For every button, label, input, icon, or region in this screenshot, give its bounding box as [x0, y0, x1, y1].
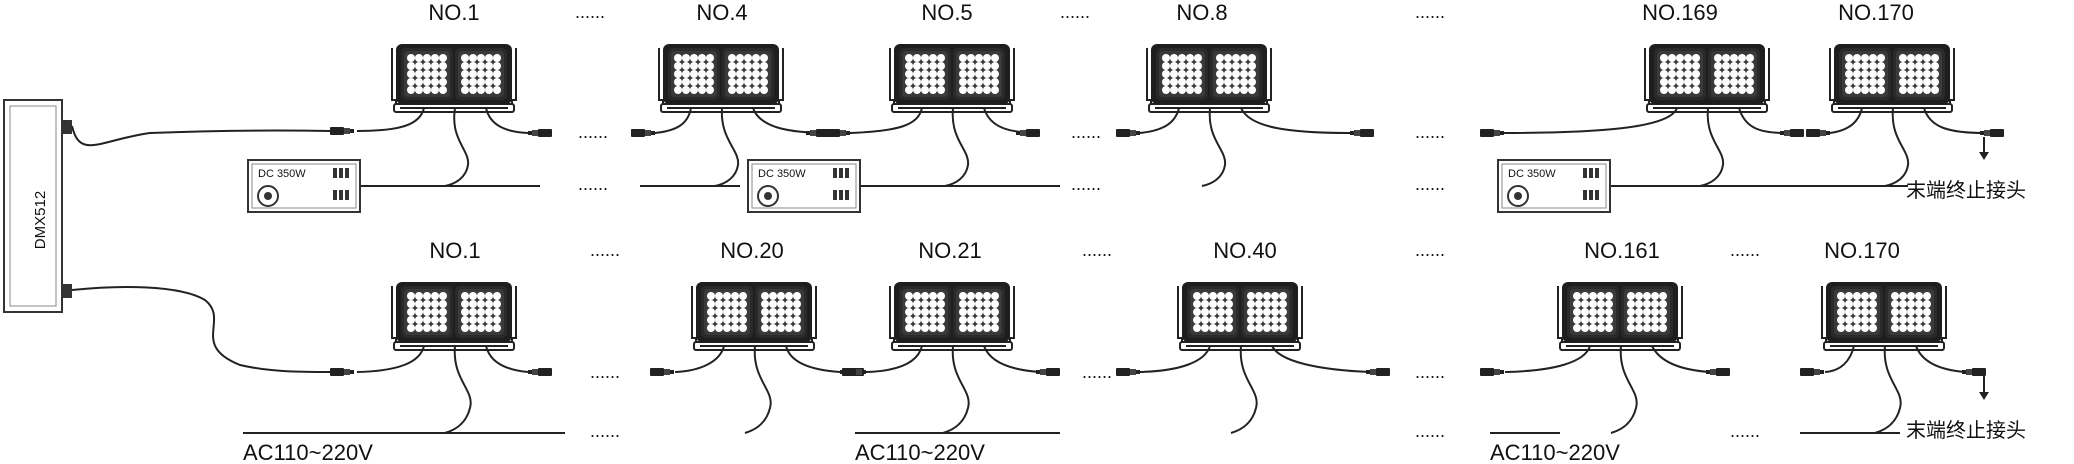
male-connector — [826, 129, 850, 137]
row2-connectors — [330, 368, 1986, 376]
ellipsis: ...... — [1071, 174, 1101, 194]
ac-voltage-label: AC110~220V — [1490, 440, 1620, 464]
dc-power-supply: DC 350W — [747, 159, 861, 213]
male-connector — [1800, 368, 1824, 376]
ellipsis: ...... — [1415, 122, 1445, 142]
led-floodlight — [692, 282, 816, 350]
ac-voltage-label: AC110~220V — [243, 440, 373, 464]
ellipsis: ...... — [1082, 240, 1112, 260]
led-floodlight — [392, 282, 516, 350]
ellipsis: ...... — [1415, 174, 1445, 194]
row2-cables — [71, 286, 1966, 434]
led-floodlight — [1830, 44, 1954, 112]
fixture-label: NO.170 — [1824, 238, 1900, 263]
male-connector — [1806, 129, 1830, 137]
ellipsis: ...... — [578, 122, 608, 142]
male-connector — [1116, 368, 1140, 376]
male-connector — [330, 127, 354, 135]
led-floodlight — [1822, 282, 1946, 350]
male-connector — [631, 129, 655, 137]
led-floodlight — [1147, 44, 1271, 112]
led-floodlight — [659, 44, 783, 112]
power-supply-label: DC 350W — [1508, 168, 1556, 180]
fixture-label: NO.169 — [1642, 0, 1718, 25]
controller-label: DMX512 — [32, 191, 49, 249]
ellipsis: ...... — [590, 240, 620, 260]
row2-labels: NO.1 NO.20 NO.21 NO.40 NO.161 NO.170 ...… — [429, 238, 1900, 263]
ellipsis: ...... — [1071, 122, 1101, 142]
terminator-connector — [1962, 368, 1986, 376]
fixture-label: NO.40 — [1213, 238, 1277, 263]
ellipsis: ...... — [1415, 240, 1445, 260]
row1-fixtures — [392, 44, 1954, 112]
male-connector — [1480, 129, 1504, 137]
dc-power-supply: DC 350W — [1497, 159, 1611, 213]
led-floodlight — [1178, 282, 1302, 350]
row2-ac-labels: AC110~220V AC110~220V AC110~220V — [243, 440, 1620, 464]
ellipsis: ...... — [1415, 362, 1445, 382]
female-connector — [528, 129, 552, 137]
ac-voltage-label: AC110~220V — [855, 440, 985, 464]
ellipsis: ...... — [1730, 240, 1760, 260]
ellipsis: ...... — [590, 421, 620, 441]
female-connector — [1350, 129, 1374, 137]
ellipsis: ...... — [1730, 421, 1760, 441]
female-connector — [1706, 368, 1730, 376]
female-connector — [1780, 129, 1804, 137]
fixture-label: NO.1 — [429, 238, 480, 263]
male-connector — [1116, 129, 1140, 137]
female-connector — [1366, 368, 1390, 376]
fixture-label: NO.170 — [1838, 0, 1914, 25]
male-connector — [650, 368, 674, 376]
female-connector — [1016, 129, 1040, 137]
fixture-label: NO.8 — [1176, 0, 1227, 25]
row1-power-supplies: DC 350W DC 350W DC 350W — [247, 159, 1611, 213]
terminator-connector — [1980, 129, 2004, 137]
ellipsis: ...... — [1082, 362, 1112, 382]
ellipsis: ...... — [578, 174, 608, 194]
led-floodlight — [1645, 44, 1769, 112]
led-floodlight — [392, 44, 516, 112]
row1-ellipses: ...... ...... ...... ...... ...... .....… — [578, 122, 1445, 194]
fixture-label: NO.21 — [918, 238, 982, 263]
fixture-label: NO.161 — [1584, 238, 1660, 263]
ellipsis: ...... — [1415, 421, 1445, 441]
dmx512-controller: DMX512 — [3, 99, 72, 313]
female-connector — [1036, 368, 1060, 376]
ellipsis: ...... — [590, 362, 620, 382]
led-floodlight — [890, 44, 1014, 112]
fixture-label: NO.20 — [720, 238, 784, 263]
row2-ellipses: ...... ...... ...... ...... ...... .....… — [590, 362, 1760, 441]
ellipsis: ...... — [1415, 2, 1445, 22]
led-floodlight — [890, 282, 1014, 350]
ellipsis: ...... — [1060, 2, 1090, 22]
fixture-label: NO.1 — [428, 0, 479, 25]
ellipsis: ...... — [575, 2, 605, 22]
led-floodlight — [1558, 282, 1682, 350]
male-connector — [1480, 368, 1504, 376]
dc-power-supply: DC 350W — [247, 159, 361, 213]
male-connector — [330, 368, 354, 376]
row2-terminator: 末端终止接头 — [1906, 376, 2026, 442]
row1-labels: NO.1 NO.4 NO.5 NO.8 NO.169 NO.170 ......… — [428, 0, 1914, 25]
terminator-label: 末端终止接头 — [1906, 419, 2026, 442]
row2-fixtures — [392, 282, 1946, 350]
power-supply-label: DC 350W — [758, 168, 806, 180]
terminator-label: 末端终止接头 — [1906, 179, 2026, 202]
fixture-label: NO.5 — [921, 0, 972, 25]
row1-terminator: 末端终止接头 — [1906, 137, 2026, 202]
fixture-label: NO.4 — [696, 0, 747, 25]
power-supply-label: DC 350W — [258, 168, 306, 180]
female-connector — [528, 368, 552, 376]
